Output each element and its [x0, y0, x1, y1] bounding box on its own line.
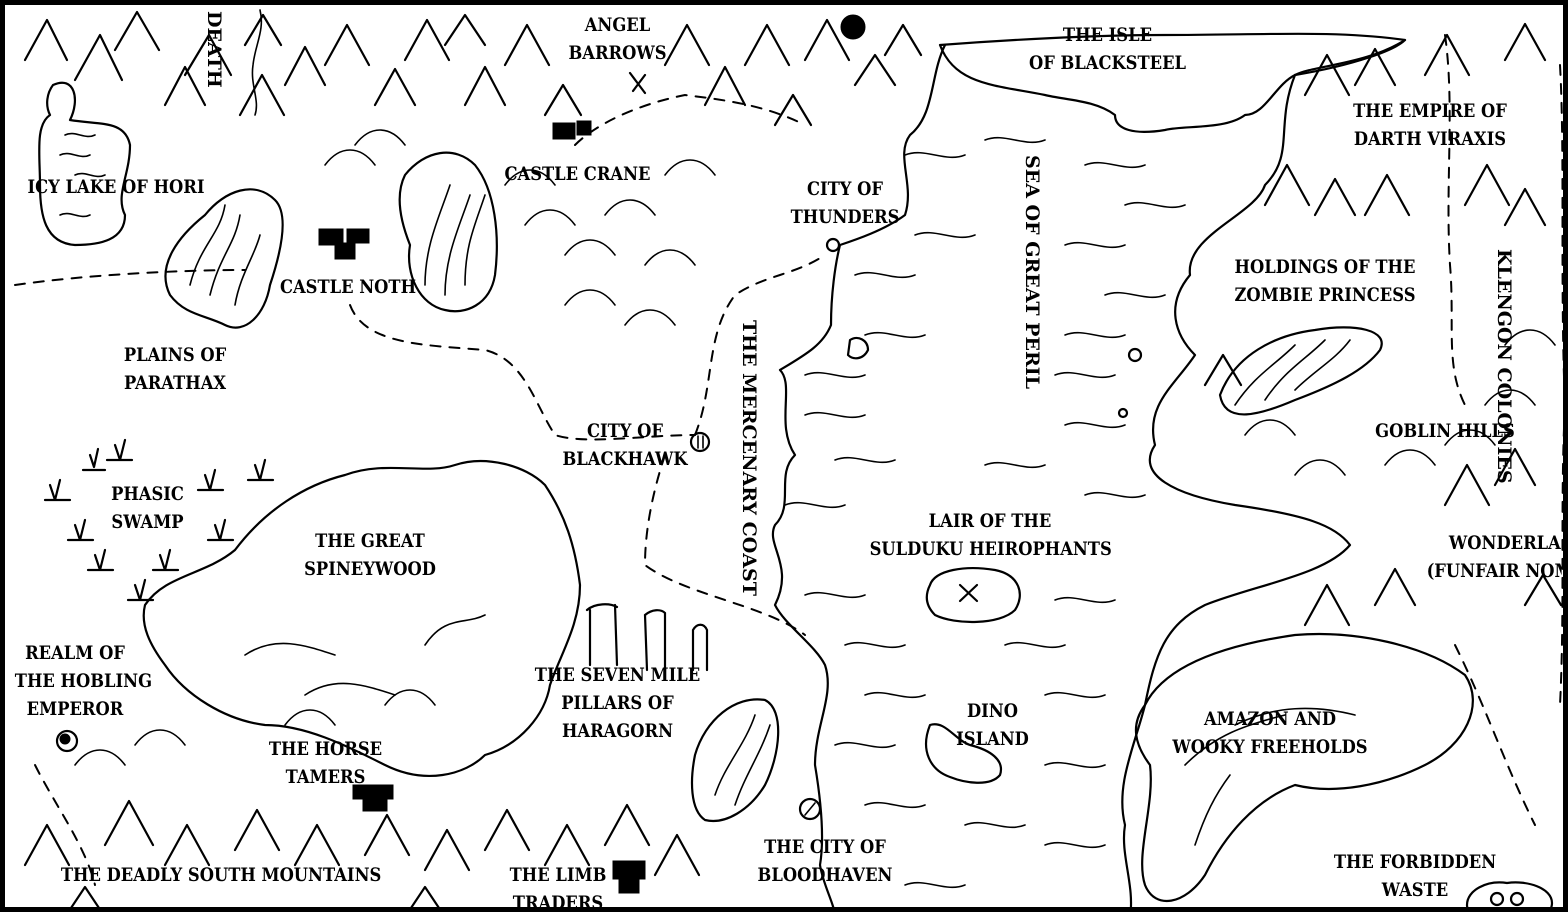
- road-south-west: [34, 764, 96, 886]
- islet-dot-2: [1117, 407, 1129, 419]
- label-holdings-zombie-princess: HOLDINGS OF THE ZOMBIE PRINCESS: [1234, 256, 1416, 306]
- label-city-of-blackhawk: CITY OF BLACKHAWK: [562, 420, 688, 470]
- city-dot-north: [840, 14, 866, 40]
- label-plains-of-parathax: PLAINS OF PARATHAX: [123, 344, 227, 394]
- limb-traders-castle-symbol: [612, 860, 646, 894]
- label-icy-lake-of-hori: ICY LAKE OF HORI: [27, 176, 205, 198]
- label-wonderland: WONDERLAN (FUNFAIR NOM: [1426, 532, 1562, 582]
- islet-dot: [1127, 347, 1143, 363]
- label-isle-of-blacksteel: THE ISLE OF BLACKSTEEL: [1028, 24, 1187, 74]
- label-seven-mile-pillars: THE SEVEN MILE PILLARS OF HARAGORN: [534, 664, 701, 742]
- label-lair-sulduku: LAIR OF THE SULDUKU HEIROPHANTS: [869, 510, 1112, 560]
- blackhawk-symbol-mark: [697, 435, 704, 449]
- amazon-wooky-forest: [1134, 632, 1474, 903]
- small-islet: [846, 336, 870, 360]
- label-great-spineywood: THE GREAT SPINEYWOOD: [304, 530, 436, 580]
- label-angel-barrows: ANGEL BARROWS: [568, 14, 667, 64]
- forest-north: [164, 188, 284, 329]
- sulduku-island: [925, 567, 1021, 623]
- hobling-emperor-symbol: [55, 729, 79, 753]
- forest-castle-noth: [398, 151, 498, 313]
- label-horse-tamers: THE HORSE TAMERS: [268, 738, 383, 788]
- road-east: [1444, 34, 1466, 406]
- region-border-east: [1559, 64, 1563, 706]
- forbidden-waste-skull: [1465, 881, 1554, 907]
- lair-x-marker: [958, 583, 979, 603]
- northern-mountains: [23, 10, 923, 127]
- city-bloodhaven-symbol: [798, 797, 822, 821]
- label-klengon-colonies: KLENGON COLONIES: [1493, 249, 1515, 484]
- road-west: [14, 269, 246, 286]
- label-forbidden-waste: THE FORBIDDEN WASTE: [1333, 851, 1497, 901]
- phasic-swamp-tufts: [43, 438, 275, 602]
- label-empire-darth-viraxis: THE EMPIRE OF DARTH VIRAXIS: [1353, 100, 1507, 150]
- coastline-east: [1121, 73, 1352, 907]
- label-realm-hobling-emperor: REALM OF THE HOBLING EMPEROR: [14, 642, 153, 720]
- top-coast: [1293, 38, 1407, 77]
- sea-waves: [784, 136, 1186, 889]
- road-noth-blackhawk: [349, 304, 696, 441]
- isle-of-blacksteel-shore: [938, 32, 1407, 133]
- icy-lake-of-hori: [38, 81, 132, 247]
- dino-island: [925, 723, 1003, 784]
- city-thunders-symbol: [825, 237, 841, 253]
- label-amazon-wooky: AMAZON AND WOOKY FREEHOLDS: [1172, 708, 1368, 758]
- lake-ripples: [59, 132, 106, 218]
- road-amazon: [1454, 644, 1536, 826]
- road-blackhawk-south: [643, 454, 806, 636]
- forest-scribbles: [189, 184, 1356, 846]
- hobling-emperor-symbol-inner: [59, 733, 71, 745]
- bloodhaven-symbol-mark: [804, 802, 816, 816]
- city-blackhawk-symbol: [689, 431, 711, 453]
- castle-noth-symbol: [318, 228, 370, 260]
- coastline-west: [771, 43, 947, 907]
- castle-crane-symbol: [552, 120, 592, 140]
- map-drawing: [14, 9, 1563, 907]
- label-limb-traders: THE LIMB TRADERS: [509, 864, 607, 912]
- eastern-mountains: [1203, 22, 1563, 627]
- seven-mile-pillars: [585, 603, 709, 672]
- angel-barrows-cross: [628, 71, 647, 95]
- label-phasic-swamp: PHASIC SWAMP: [111, 483, 184, 533]
- great-spineywood: [142, 459, 582, 777]
- road-crane: [574, 93, 806, 146]
- label-city-of-thunders: CITY OF THUNDERS: [790, 178, 900, 228]
- southern-mountains: [23, 799, 701, 907]
- road-thunders: [694, 254, 826, 436]
- label-city-of-bloodhaven: THE CITY OF BLOODHAVEN: [757, 836, 893, 886]
- label-death: DEATH: [203, 11, 225, 88]
- label-the-mercenary-coast: THE MERCENARY COAST: [738, 320, 760, 596]
- label-goblin-hills: GOBLIN HILLS: [1375, 420, 1515, 442]
- label-dino-island: DINO ISLAND: [956, 700, 1029, 750]
- river-north: [251, 9, 263, 116]
- label-sea-of-great-peril: SEA OF GREAT PERIL: [1021, 155, 1043, 389]
- horse-tamers-castle-symbol: [352, 784, 394, 812]
- skull-eye: [1489, 891, 1505, 907]
- label-castle-noth: CASTLE NOTH: [279, 276, 417, 298]
- skull-eye-2: [1509, 891, 1525, 907]
- forest-pillars: [690, 698, 780, 823]
- hills: [74, 129, 1556, 766]
- label-deadly-south-mountains: THE DEADLY SOUTH MOUNTAINS: [60, 864, 382, 886]
- forest-zombie: [1218, 326, 1383, 416]
- label-castle-crane: CASTLE CRANE: [504, 163, 651, 185]
